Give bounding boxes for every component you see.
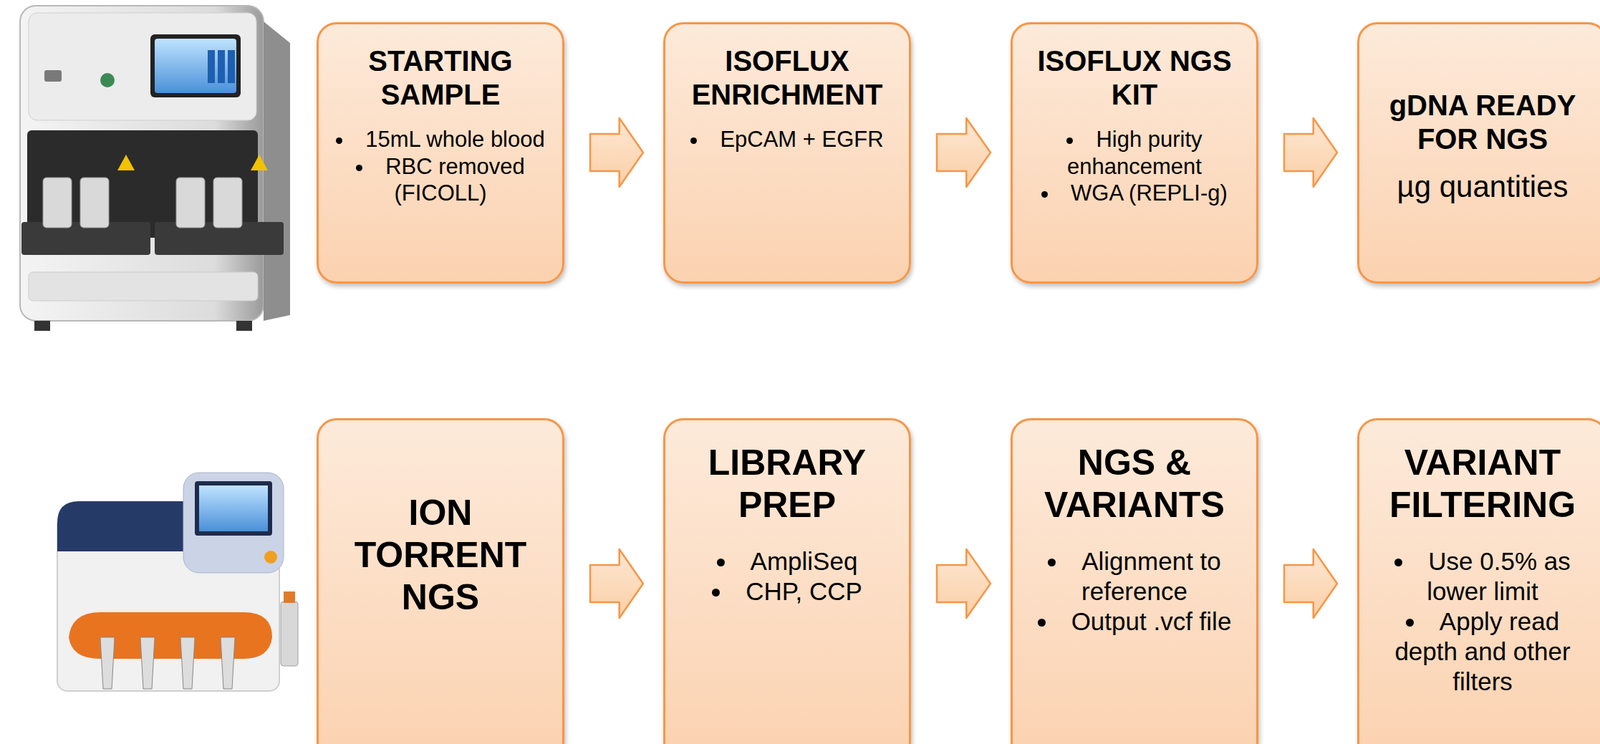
process-box: ISOFLUX NGS KIT High purity enhancementWG… <box>1010 22 1259 284</box>
bullet-item: Use 0.5% as lower limit <box>1372 546 1593 607</box>
bullet-text: EpCAM + EGFR <box>719 126 884 152</box>
bullet-text: CHP, CCP <box>745 577 863 606</box>
process-box: VARIANT FILTERING Use 0.5% as lower limit… <box>1357 418 1600 744</box>
bullet-text: High purity enhancement <box>1067 126 1203 179</box>
box-heading: gDNA READY FOR NGS <box>1372 88 1593 157</box>
bullet-list: AmpliSeqCHP, CCP <box>678 546 896 607</box>
bullet-text: AmpliSeq <box>750 547 859 576</box>
process-box: LIBRARY PREP AmpliSeqCHP, CCP <box>663 418 912 744</box>
process-box: STARTING SAMPLE 15mL whole bloodRBC remov… <box>316 22 565 284</box>
bullet-item: Alignment to reference <box>1025 546 1244 607</box>
bullet-item: RBC removed (FICOLL) <box>331 153 550 207</box>
bullet-text: WGA (REPLI-g) <box>1070 180 1228 206</box>
box-heading: LIBRARY PREP <box>678 441 896 527</box>
bullet-list: EpCAM + EGFR <box>678 126 896 153</box>
bullet-text: µg quantities <box>1396 169 1568 204</box>
bullet-text: Apply read depth and other filters <box>1394 607 1570 696</box>
bullet-text: Use 0.5% as lower limit <box>1426 547 1571 606</box>
process-box: NGS & VARIANTS Alignment to referenceOutp… <box>1010 418 1259 744</box>
bullet-item: Output .vcf file <box>1025 606 1244 637</box>
bullet-list: Alignment to referenceOutput .vcf file <box>1025 546 1244 637</box>
bullet-item: AmpliSeq <box>678 546 896 577</box>
block-arrow <box>1284 549 1338 619</box>
bullet-item: High purity enhancement <box>1025 126 1244 180</box>
box-heading: ISOFLUX NGS KIT <box>1025 44 1244 112</box>
bullet-list: µg quantities <box>1372 169 1593 205</box>
box-heading: ISOFLUX ENRICHMENT <box>678 44 896 112</box>
block-arrow <box>1284 118 1338 187</box>
ion-torrent-instrument <box>57 472 298 692</box>
bullet-text: 15mL whole blood <box>365 126 545 152</box>
bullet-text: Output .vcf file <box>1071 607 1232 636</box>
bullet-item: WGA (REPLI-g) <box>1025 179 1244 207</box>
bullet-list: Use 0.5% as lower limitApply read depth … <box>1372 546 1593 697</box>
bullet-list: 15mL whole bloodRBC removed (FICOLL) <box>331 126 550 207</box>
box-heading: STARTING SAMPLE <box>331 44 550 112</box>
block-arrow <box>936 549 991 619</box>
bullet-item: µg quantities <box>1372 169 1593 205</box>
bullet-text: Alignment to reference <box>1081 547 1222 606</box>
process-box: ION TORRENT NGS <box>316 418 565 744</box>
bullet-item: 15mL whole blood <box>331 126 550 153</box>
isoflux-instrument <box>20 5 291 331</box>
process-box: ISOFLUX ENRICHMENT EpCAM + EGFR <box>663 22 912 284</box>
bullet-item: Apply read depth and other filters <box>1372 606 1593 697</box>
block-arrow <box>590 118 644 187</box>
box-heading: NGS & VARIANTS <box>1025 441 1244 527</box>
bullet-item: CHP, CCP <box>678 576 896 607</box>
box-heading: ION TORRENT NGS <box>331 492 550 619</box>
block-arrow <box>936 118 991 187</box>
box-heading: VARIANT FILTERING <box>1372 441 1593 527</box>
bullet-item: EpCAM + EGFR <box>678 126 896 153</box>
bullet-list: High purity enhancementWGA (REPLI-g) <box>1025 126 1244 207</box>
process-box: gDNA READY FOR NGS µg quantities <box>1357 22 1600 284</box>
bullet-text: RBC removed (FICOLL) <box>385 153 525 206</box>
block-arrow <box>590 549 644 619</box>
